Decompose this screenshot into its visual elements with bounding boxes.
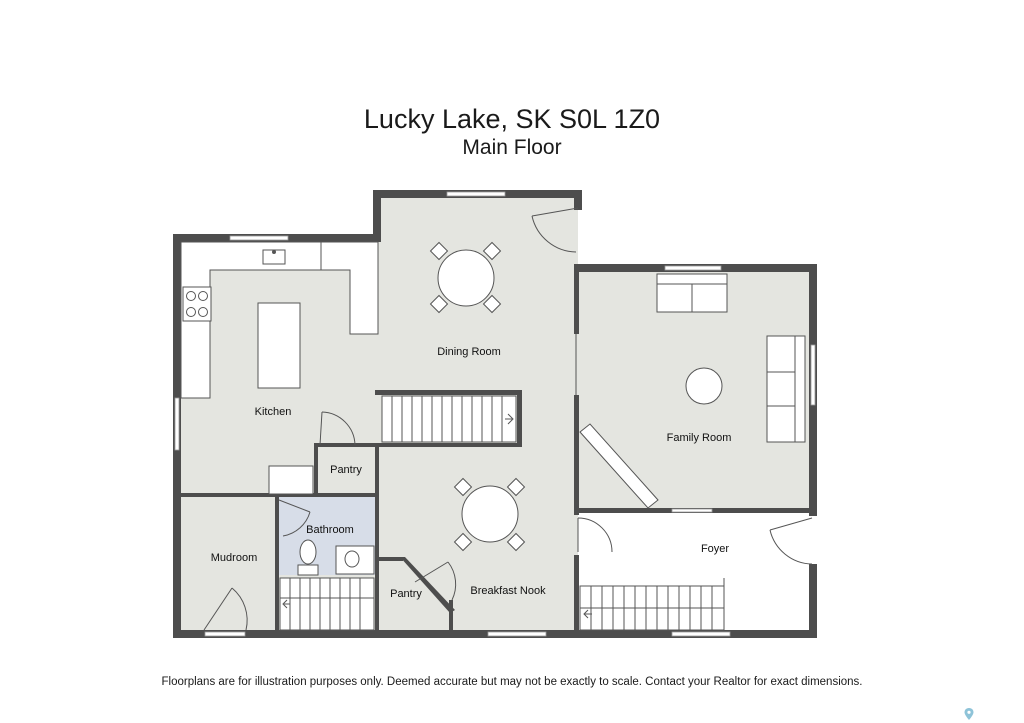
wall-mudroom-east (275, 493, 279, 633)
plan-title: Lucky Lake, SK S0L 1Z0 (363, 104, 661, 134)
room-label-foyer: Foyer (700, 543, 730, 555)
room-label-pantry-upper: Pantry (330, 464, 362, 476)
burner-4-icon (198, 307, 208, 317)
burner-2-icon (198, 291, 208, 301)
wall-dining-family-lower (574, 395, 579, 515)
nook-chair-1-icon (453, 477, 473, 497)
room-label-breakfast-nook: Breakfast Nook (470, 585, 546, 597)
door-foyer-front (769, 517, 813, 565)
window-family-foyer (671, 508, 713, 513)
toilet-tank-icon (297, 564, 319, 576)
sofa-back (794, 335, 806, 443)
room-label-family-room: Family Room (666, 432, 732, 444)
stairs-dining (381, 395, 517, 443)
kitchen-counter (180, 241, 379, 399)
faucet-icon (272, 250, 276, 254)
window-family-north (664, 265, 722, 271)
window-dining (446, 191, 506, 197)
wall-lower-pantry-east (449, 600, 453, 633)
doors (203, 207, 813, 631)
nook-chair-3-icon (453, 532, 473, 552)
stairs-foyer (579, 578, 725, 631)
disclaimer-text: Floorplans are for illustration purposes… (161, 676, 863, 688)
wall-east-foyer (809, 564, 817, 638)
room-label-mudroom: Mudroom (210, 552, 258, 564)
door-pantry-lower (414, 561, 457, 601)
window-mudroom-south (204, 631, 246, 637)
wall-lower-pantry-top (375, 557, 403, 561)
location-pin-icon (964, 708, 974, 720)
bathroom-fixtures (297, 539, 375, 576)
pantry-cabinet (268, 465, 314, 495)
stove-icon (182, 286, 212, 322)
family-room-furniture (579, 273, 806, 509)
wall-lower-pantry-diag (400, 557, 455, 613)
window-south-foyer (671, 631, 731, 637)
window-family-east (810, 344, 816, 406)
window-kitchen (229, 235, 289, 241)
wall-pantry-west (314, 445, 318, 497)
door-family-foyer-swing (577, 517, 613, 553)
coffee-table-icon (685, 367, 723, 405)
chair-2-icon (482, 241, 502, 261)
fireplace-icon (579, 423, 659, 509)
door-mudroom (203, 587, 248, 631)
dining-table-icon (437, 249, 495, 307)
dining-table-set (429, 241, 502, 314)
window-kitchen-west (174, 397, 180, 451)
nook-chair-2-icon (506, 477, 526, 497)
chair-1-icon (429, 241, 449, 261)
stairs-mudroom (279, 577, 375, 631)
wall-east-dining (574, 190, 582, 210)
wall-foyer-west (574, 555, 579, 633)
window-south-nook (487, 631, 547, 637)
wall-stair-frame-bottom (375, 443, 522, 447)
door-pantry-upper (319, 411, 356, 446)
chair-4-icon (482, 294, 502, 314)
windows (174, 191, 816, 637)
wall-step (373, 190, 381, 242)
nook-chair-4-icon (506, 532, 526, 552)
nook-table-set (453, 477, 526, 552)
kitchen-fixtures (180, 241, 379, 495)
kitchen-island (257, 302, 301, 389)
wall-stair-frame-right (517, 390, 522, 447)
chair-3-icon (429, 294, 449, 314)
wall-pantry-north (314, 443, 378, 447)
loveseat-back (656, 273, 728, 285)
nook-table-icon (461, 485, 519, 543)
room-label-dining-room: Dining Room (437, 346, 501, 358)
burner-1-icon (186, 291, 196, 301)
wall-stair-frame-top (375, 390, 522, 395)
door-dining-exterior (531, 207, 579, 253)
toilet-bowl-icon (299, 539, 317, 565)
wall-bath-east (375, 445, 379, 633)
wall-dining-family (574, 264, 579, 334)
door-bathroom (278, 499, 311, 537)
room-label-kitchen: Kitchen (254, 406, 292, 418)
bathroom-sink-icon (344, 550, 360, 568)
room-label-pantry-lower: Pantry (390, 588, 422, 600)
burner-3-icon (186, 307, 196, 317)
plan-subtitle: Main Floor (462, 136, 562, 159)
room-label-bathroom: Bathroom (306, 524, 354, 536)
